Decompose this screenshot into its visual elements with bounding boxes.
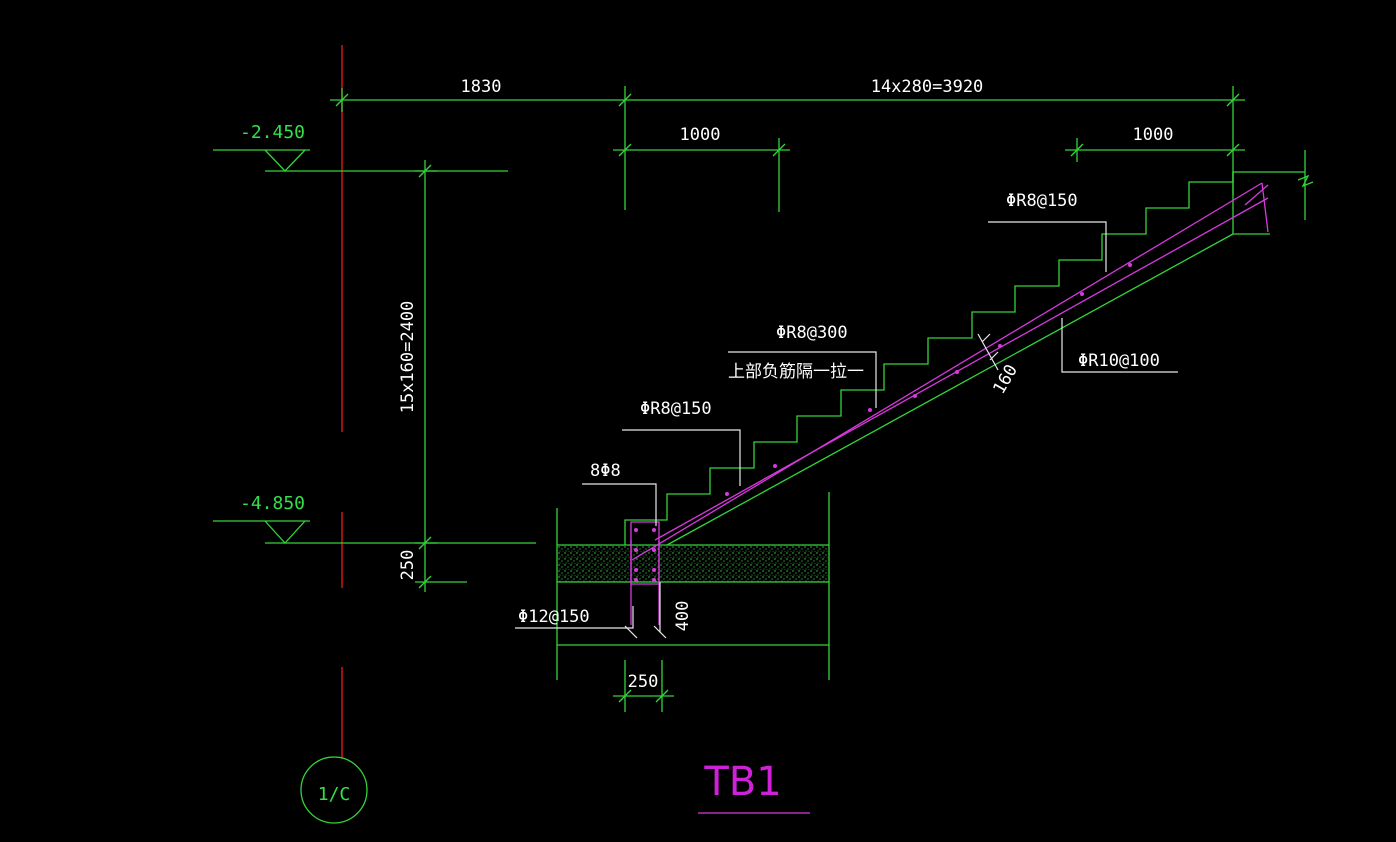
ground-slab [556, 492, 830, 680]
label-top-rebar: ΦR8@150 [1006, 191, 1078, 211]
dim-slab-thickness: 160 [989, 361, 1022, 398]
leader-beam-stirrup: Φ12@150 [515, 606, 634, 629]
dimension-slab-thickness: 160 [977, 333, 1022, 398]
dim-beam-width: 250 [628, 672, 659, 692]
axis-bubble: 1/C [300, 756, 368, 824]
drawing-title: TB1 [698, 759, 810, 814]
leader-top-rebar: ΦR8@150 [988, 191, 1107, 272]
label-beam-stirrup: Φ12@150 [518, 607, 590, 627]
label-lower-rebar: ΦR8@150 [640, 399, 712, 419]
leader-beam-rebar: 8Φ8 [582, 461, 657, 526]
dim-bottom-landing: 1000 [680, 125, 721, 145]
elevation-bottom-label: -4.850 [240, 493, 305, 514]
dim-top-landing: 1000 [1133, 125, 1174, 145]
rebar [630, 182, 1269, 625]
dim-stair-span: 14x280=3920 [871, 77, 984, 97]
dimension-vertical: 15x160=2400 250 [398, 160, 467, 592]
dimension-bottom-landing: 1000 [613, 125, 790, 212]
dimension-beam-depth: 400 [624, 582, 693, 639]
label-mid-note: 上部负筋隔一拉一 [728, 362, 864, 382]
elevation-bottom: -4.850 [213, 493, 536, 544]
label-bottom-rebar: ΦR10@100 [1078, 351, 1160, 371]
dim-vertical-rise: 15x160=2400 [398, 301, 418, 414]
leader-bottom-rebar: ΦR10@100 [1061, 318, 1178, 373]
leader-lower-rebar: ΦR8@150 [622, 399, 741, 486]
dim-footing-height: 250 [398, 550, 418, 581]
leader-mid-rebar: ΦR8@300 上部负筋隔一拉一 [728, 323, 877, 408]
dimension-top: 1830 14x280=3920 [330, 77, 1245, 210]
axis-label: 1/C [318, 784, 351, 805]
dimension-top-landing: 1000 [1065, 125, 1245, 162]
elevation-top: -2.450 [213, 122, 508, 172]
stair-outline [624, 150, 1314, 546]
dimension-beam-width: 250 [613, 660, 674, 712]
dim-left-span: 1830 [461, 77, 502, 97]
label-beam-rebar: 8Φ8 [590, 461, 621, 481]
elevation-top-label: -2.450 [240, 122, 305, 143]
label-mid-rebar: ΦR8@300 [776, 323, 848, 343]
dim-beam-depth: 400 [673, 601, 693, 632]
title-text: TB1 [703, 759, 781, 805]
